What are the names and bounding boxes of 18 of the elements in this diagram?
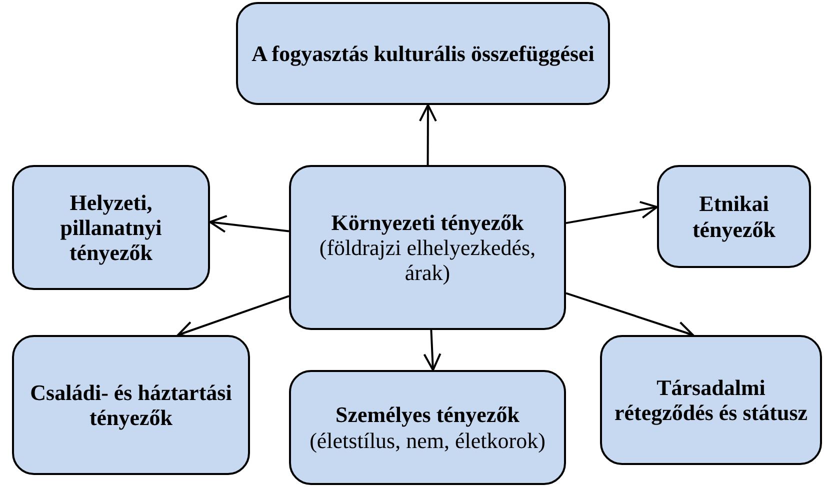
factor-label: Társadalmi rétegződés és státusz	[613, 374, 809, 426]
factor-box	[12, 335, 250, 475]
factor-label: Környezeti tényezők (földrajzi elhelyezkedés, árak)	[318, 210, 537, 286]
factor-box	[289, 370, 566, 485]
factor-label: Etnikai tényezők	[691, 191, 777, 242]
factor-label: Családi- és háztartási tényezők	[29, 380, 233, 430]
factor-box	[236, 2, 610, 105]
factor-box	[289, 165, 566, 330]
arrow	[423, 330, 442, 371]
factor-box	[600, 335, 822, 465]
factor-box	[657, 165, 811, 268]
factor-label: Helyzeti, pillanatnyi tényezők	[59, 190, 163, 266]
arrow	[566, 200, 658, 224]
factor-box	[12, 165, 210, 290]
arrow	[209, 214, 290, 233]
factor-label: A fogyasztás kulturális összefüggései	[252, 40, 594, 66]
arrow	[418, 104, 437, 165]
factor-label: Személyes tényezők (életstílus, nem, életkorok)	[308, 402, 546, 453]
